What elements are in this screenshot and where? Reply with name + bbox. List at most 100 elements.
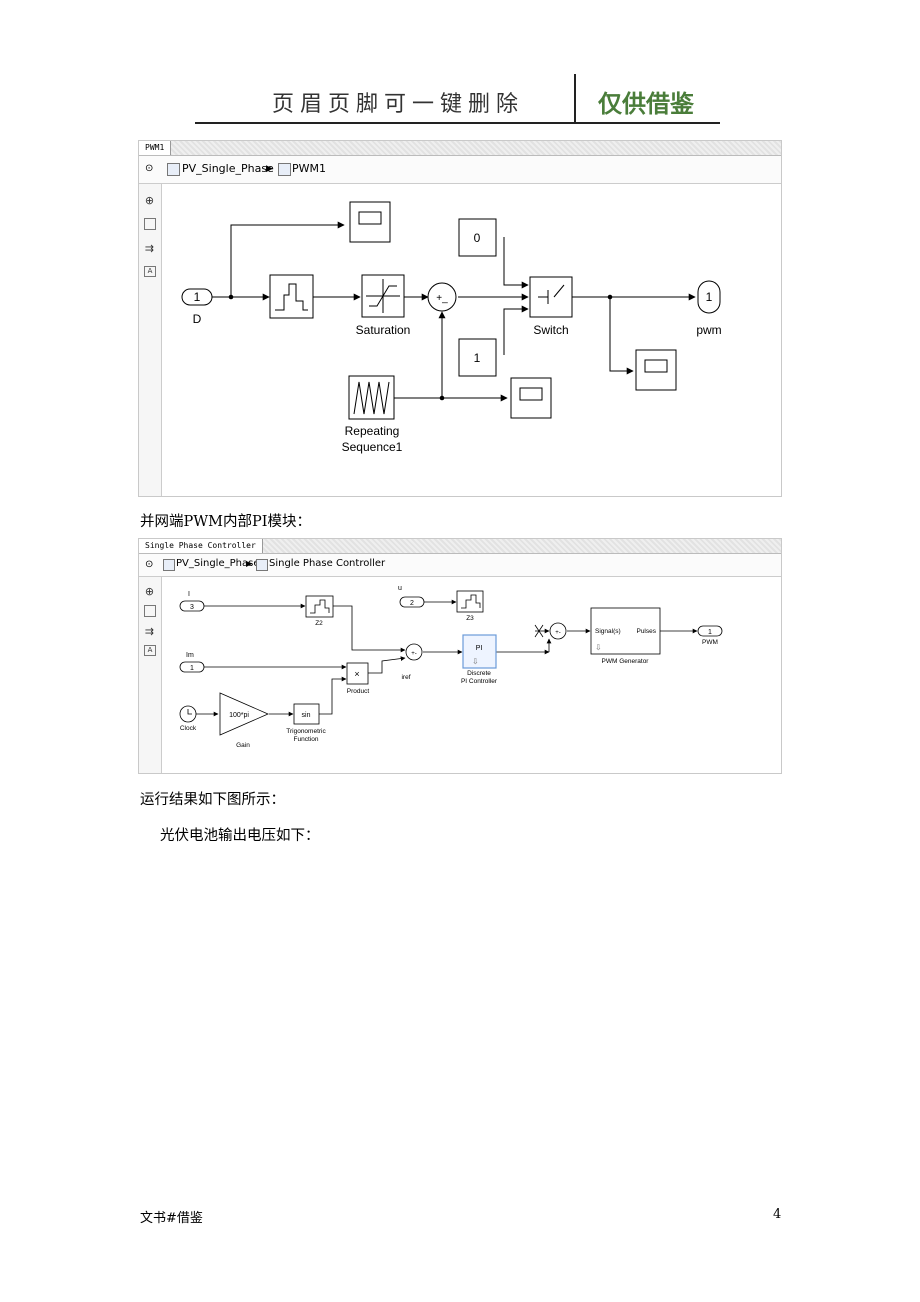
caption-2: 运行结果如下图所示： bbox=[140, 792, 285, 808]
sum-block-1[interactable] bbox=[405, 643, 423, 661]
model-icon bbox=[167, 163, 180, 176]
back-icon-2[interactable]: ⊙ bbox=[145, 559, 154, 570]
sum-2-signs: +- bbox=[555, 630, 561, 636]
im-label: Im bbox=[186, 652, 194, 659]
scope-1[interactable] bbox=[349, 201, 391, 243]
scope-2-screen-icon bbox=[644, 359, 668, 373]
fit-view-icon[interactable] bbox=[144, 218, 156, 230]
pi-value: PI bbox=[476, 645, 483, 652]
z2-step-icon bbox=[310, 599, 330, 614]
tab-bar: PWM1 bbox=[139, 141, 781, 156]
pwm-signal-port: Signal(s) bbox=[595, 628, 621, 635]
simulink-window-pwm1: PWM1 ⊙ PV_Single_Phase ▶ PWM1 ⊕ ⇉ A bbox=[138, 140, 782, 497]
page-number: 4 bbox=[773, 1207, 782, 1222]
outport-pwm-2-number: 1 bbox=[708, 629, 712, 636]
scope-1-screen-icon bbox=[358, 211, 382, 225]
outport-pwm-label: pwm bbox=[696, 323, 721, 337]
breadcrumb-root[interactable]: PV_Single_Phase bbox=[182, 162, 274, 175]
pwm-down-arrow-icon: ⇩ bbox=[595, 643, 602, 652]
discrete-pi-controller[interactable] bbox=[462, 634, 497, 669]
product-label: Product bbox=[347, 688, 370, 695]
clock-label: Clock bbox=[180, 725, 197, 732]
pi-label-2: PI Controller bbox=[461, 678, 498, 685]
sum-block[interactable] bbox=[427, 282, 457, 312]
annotation-icon-2[interactable]: A bbox=[144, 645, 156, 656]
inport-d[interactable] bbox=[181, 288, 213, 306]
pwm-gen-label: PWM Generator bbox=[602, 658, 650, 665]
tab-single-phase-controller[interactable]: Single Phase Controller bbox=[139, 539, 263, 553]
product-block[interactable] bbox=[346, 662, 369, 685]
fit-view-icon-2[interactable] bbox=[144, 605, 156, 617]
outport-pwm-2[interactable] bbox=[697, 625, 723, 637]
switch-icon bbox=[538, 290, 549, 304]
inport-i-number: 3 bbox=[190, 604, 194, 611]
u-label: u bbox=[398, 585, 402, 592]
z3-label: Z3 bbox=[466, 615, 474, 622]
trig-value: sin bbox=[302, 712, 311, 719]
inport-i[interactable] bbox=[179, 600, 205, 612]
annotation-icon[interactable]: A bbox=[144, 266, 156, 277]
left-toolbar: ⊕ ⇉ A bbox=[139, 184, 162, 496]
z2-block[interactable] bbox=[305, 595, 334, 618]
sawtooth-icon bbox=[353, 381, 390, 415]
z3-block[interactable] bbox=[456, 590, 484, 613]
left-toolbar-2: ⊕ ⇉ A bbox=[139, 577, 162, 773]
diagram-canvas-2: I 3 Z2 u 2 Z3 Im 1 Clock 100 bbox=[162, 577, 781, 773]
trig-function-block[interactable] bbox=[293, 703, 320, 725]
arrows-icon[interactable]: ⇉ bbox=[144, 242, 155, 255]
outport-pwm-2-label: PWM bbox=[702, 639, 718, 646]
breadcrumb-root-2[interactable]: PV_Single_Phase bbox=[176, 558, 260, 569]
inport-d-label: D bbox=[193, 312, 202, 326]
outport-pwm-number: 1 bbox=[706, 290, 713, 304]
outport-pwm[interactable] bbox=[697, 280, 721, 314]
constant-one[interactable] bbox=[458, 338, 497, 377]
gain-block[interactable] bbox=[219, 692, 269, 736]
i-label: I bbox=[188, 591, 190, 598]
header-right-text: 仅供借鉴 bbox=[598, 90, 694, 118]
z3-step-icon bbox=[461, 594, 481, 609]
sum-1-signs: +- bbox=[411, 651, 417, 657]
switch-label: Switch bbox=[533, 323, 568, 337]
inport-im[interactable] bbox=[179, 661, 205, 673]
gain-label: Gain bbox=[236, 742, 250, 749]
subsystem-icon-2 bbox=[256, 559, 268, 571]
pwm-generator-block[interactable] bbox=[590, 607, 661, 655]
zero-order-hold[interactable] bbox=[269, 274, 314, 319]
back-icon[interactable]: ⊙ bbox=[145, 163, 154, 174]
arrows-icon-2[interactable]: ⇉ bbox=[144, 625, 155, 638]
sum-block-2[interactable] bbox=[549, 622, 567, 640]
zoom-icon-2[interactable]: ⊕ bbox=[144, 585, 155, 598]
breadcrumb-current-2[interactable]: Single Phase Controller bbox=[269, 558, 386, 569]
repeating-label-1: Repeating bbox=[345, 424, 400, 438]
breadcrumb-arrow-icon: ▶ bbox=[266, 164, 273, 174]
header-divider bbox=[574, 74, 576, 124]
address-bar-2: ⊙ PV_Single_Phase ▶ Single Phase Control… bbox=[139, 554, 781, 577]
tab-pwm1[interactable]: PWM1 bbox=[139, 141, 172, 155]
subsystem-icon bbox=[278, 163, 291, 176]
caption-3: 光伏电池输出电压如下： bbox=[160, 828, 320, 844]
gain-value: 100*pi bbox=[229, 712, 249, 719]
inport-u-number: 2 bbox=[410, 600, 414, 607]
controller-diagram: I 3 Z2 u 2 Z3 Im 1 Clock 100 bbox=[179, 585, 723, 749]
header-rule bbox=[195, 122, 720, 124]
inport-u[interactable] bbox=[399, 596, 425, 608]
saturation-curve-icon bbox=[369, 285, 397, 307]
constant-zero[interactable] bbox=[458, 218, 497, 257]
address-bar: ⊙ PV_Single_Phase ▶ PWM1 bbox=[139, 156, 781, 184]
zoh-step-icon bbox=[275, 283, 308, 311]
z2-label: Z2 bbox=[315, 620, 323, 627]
model-icon-2 bbox=[163, 559, 175, 571]
repeating-label-2: Sequence1 bbox=[342, 440, 403, 454]
caption-1: 并网端PWM内部PI模块： bbox=[140, 514, 311, 530]
sum-signs: +_ bbox=[436, 293, 448, 304]
product-symbol: × bbox=[354, 669, 359, 679]
zoom-icon[interactable]: ⊕ bbox=[144, 194, 155, 207]
diagram-canvas: 1 D Saturation +_ 0 1 bbox=[162, 184, 781, 496]
footer-left: 文书#借鉴 bbox=[140, 1211, 203, 1226]
breadcrumb-current[interactable]: PWM1 bbox=[292, 162, 326, 175]
switch-block[interactable] bbox=[529, 276, 573, 318]
iref-label: iref bbox=[401, 674, 410, 681]
constant-one-value: 1 bbox=[474, 351, 481, 365]
pi-label-1: Discrete bbox=[467, 670, 491, 677]
pwm-pulses-port: Pulses bbox=[636, 628, 656, 635]
